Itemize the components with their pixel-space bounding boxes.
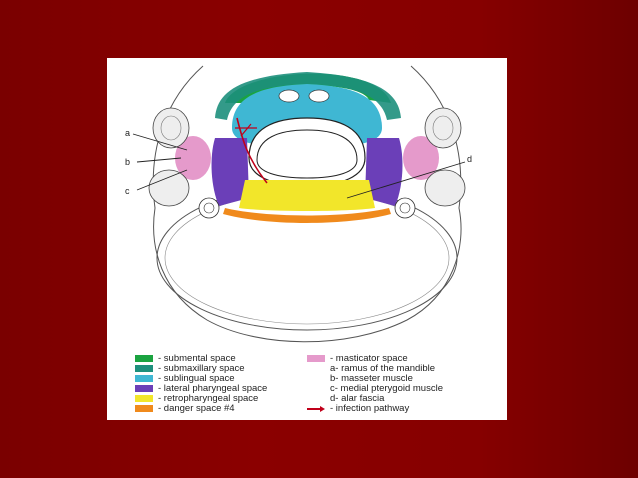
legend-swatch [307,355,325,362]
arrow-icon [307,405,325,412]
legend-item-submaxillary: - submaxillary space [135,363,245,374]
danger-space [223,208,391,223]
legend-item-retropharyngeal: - retropharyngeal space [135,393,258,404]
lateral-pharyngeal-space-left [211,138,249,206]
legend-swatch [135,405,153,412]
label-b: b [125,157,130,167]
infection-pathway-arrow-1 [236,117,268,184]
legend-item-masseter: b- masseter muscle [330,373,413,384]
legend-item-ramus: a- ramus of the mandible [330,363,436,374]
legend-item-sublingual: - sublingual space [135,373,235,384]
pointer-a [132,133,188,151]
legend-item-alar-fascia: d- alar fascia [330,393,385,404]
legend: - submental space - submaxillary space -… [135,353,495,414]
pointer-b [136,157,182,163]
legend-item-masticator: - masticator space [307,353,408,364]
retropharyngeal-space [239,180,375,211]
legend-swatch [135,385,153,392]
submaxillary-space [215,72,401,120]
legend-item-danger-space: - danger space #4 [135,403,235,414]
slide-panel: a b c d - submental space - submaxillary… [107,58,507,420]
legend-swatch [135,375,153,382]
legend-swatch [135,355,153,362]
masticator-space-right [403,136,439,180]
legend-swatch [135,395,153,402]
masticator-space-left [175,136,211,180]
pharynx [248,117,366,187]
lateral-pharyngeal-space-right [365,138,403,206]
legend-item-lateral-pharyngeal: - lateral pharyngeal space [135,383,267,394]
legend-swatch [135,365,153,372]
label-c: c [125,186,130,196]
legend-item-submental: - submental space [135,353,236,364]
neck-cross-section-diagram: a b c d [125,65,472,343]
pointer-c [136,169,188,191]
label-d: d [467,154,472,164]
label-a: a [125,128,130,138]
legend-item-medial-pterygoid: c- medial pterygoid muscle [330,383,443,394]
legend-item-infection-pathway: - infection pathway [307,403,409,414]
pointer-d [346,161,466,199]
